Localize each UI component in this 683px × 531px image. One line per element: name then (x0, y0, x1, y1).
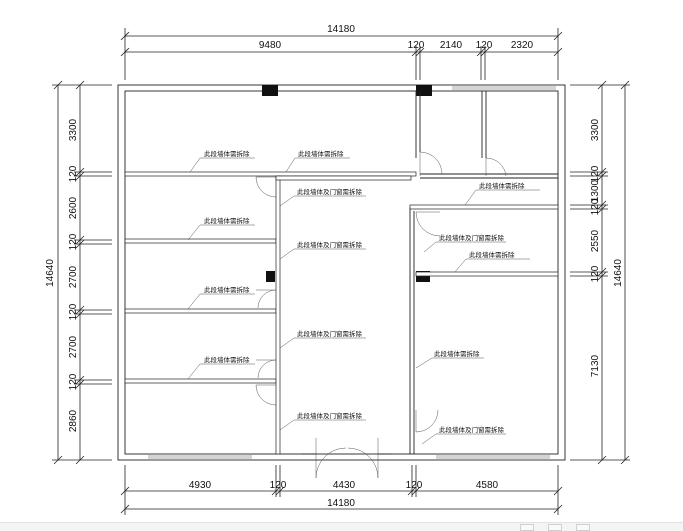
bottom-dim-5: 4580 (476, 480, 499, 491)
left-dim-4: 120 (68, 233, 79, 250)
note-wall-demolish-5: 此段墙体需拆除 (204, 355, 250, 364)
right-dim-6: 120 (590, 265, 601, 282)
demolition-walls (124, 171, 559, 455)
left-dimension-lines (52, 80, 112, 465)
left-dim-2: 120 (68, 165, 79, 182)
note-wall-door-demolish-5: 此段墙体及门窗需拆除 (439, 233, 505, 242)
note-wall-door-demolish-4: 此段墙体及门窗需拆除 (297, 411, 363, 420)
bottom-dimension-lines (120, 465, 563, 515)
top-dim-1: 9480 (259, 40, 282, 51)
top-dim-4: 120 (476, 40, 493, 51)
top-dim-5: 2320 (511, 40, 534, 51)
top-dim-2: 120 (408, 40, 425, 51)
bottom-total-dim: 14180 (327, 498, 355, 509)
left-dim-7: 2700 (68, 335, 79, 358)
note-wall-door-demolish-6: 此段墙体及门窗需拆除 (439, 425, 505, 434)
left-dim-3: 2600 (68, 196, 79, 219)
right-dim-4: 120 (590, 198, 601, 215)
note-wall-door-demolish-3: 此段墙体及门窗需拆除 (297, 329, 363, 338)
annotation-leaders (187, 157, 540, 445)
note-wall-demolish-4: 此段墙体需拆除 (204, 285, 250, 294)
interior-walls (409, 91, 558, 454)
top-dim-3: 2140 (440, 40, 463, 51)
left-dim-1: 3300 (68, 118, 79, 141)
note-wall-demolish-6: 此段墙体需拆除 (479, 181, 525, 190)
note-wall-demolish-1: 此段墙体需拆除 (204, 149, 250, 158)
right-dim-3: 1300 (590, 179, 601, 202)
note-wall-demolish-3: 此段墙体需拆除 (204, 216, 250, 225)
note-wall-demolish-2: 此段墙体需拆除 (298, 149, 344, 158)
left-dim-8: 120 (68, 373, 79, 390)
right-dim-1: 3300 (590, 118, 601, 141)
top-dimension-lines (120, 28, 563, 80)
right-dim-7: 7130 (590, 354, 601, 377)
left-dim-5: 2700 (68, 265, 79, 288)
right-dim-2: 120 (590, 165, 601, 182)
left-dim-6: 120 (68, 303, 79, 320)
left-dim-9: 2860 (68, 409, 79, 432)
note-wall-door-demolish-1: 此段墙体及门窗需拆除 (297, 187, 363, 196)
note-wall-demolish-7: 此段墙体需拆除 (469, 250, 515, 259)
top-total-dim: 14180 (327, 24, 355, 35)
note-wall-demolish-8: 此段墙体需拆除 (434, 349, 480, 358)
structural-columns (262, 85, 432, 282)
note-wall-door-demolish-2: 此段墙体及门窗需拆除 (297, 240, 363, 249)
right-dimension-lines (570, 80, 630, 465)
right-dim-5: 2550 (590, 229, 601, 252)
bottom-dim-1: 4930 (189, 480, 212, 491)
bottom-dim-3: 4430 (333, 480, 356, 491)
bottom-dim-4: 120 (406, 480, 423, 491)
left-total-dim: 14640 (45, 259, 56, 287)
doors (255, 151, 507, 479)
bottom-dim-2: 120 (270, 480, 287, 491)
right-total-dim: 14640 (613, 259, 624, 287)
